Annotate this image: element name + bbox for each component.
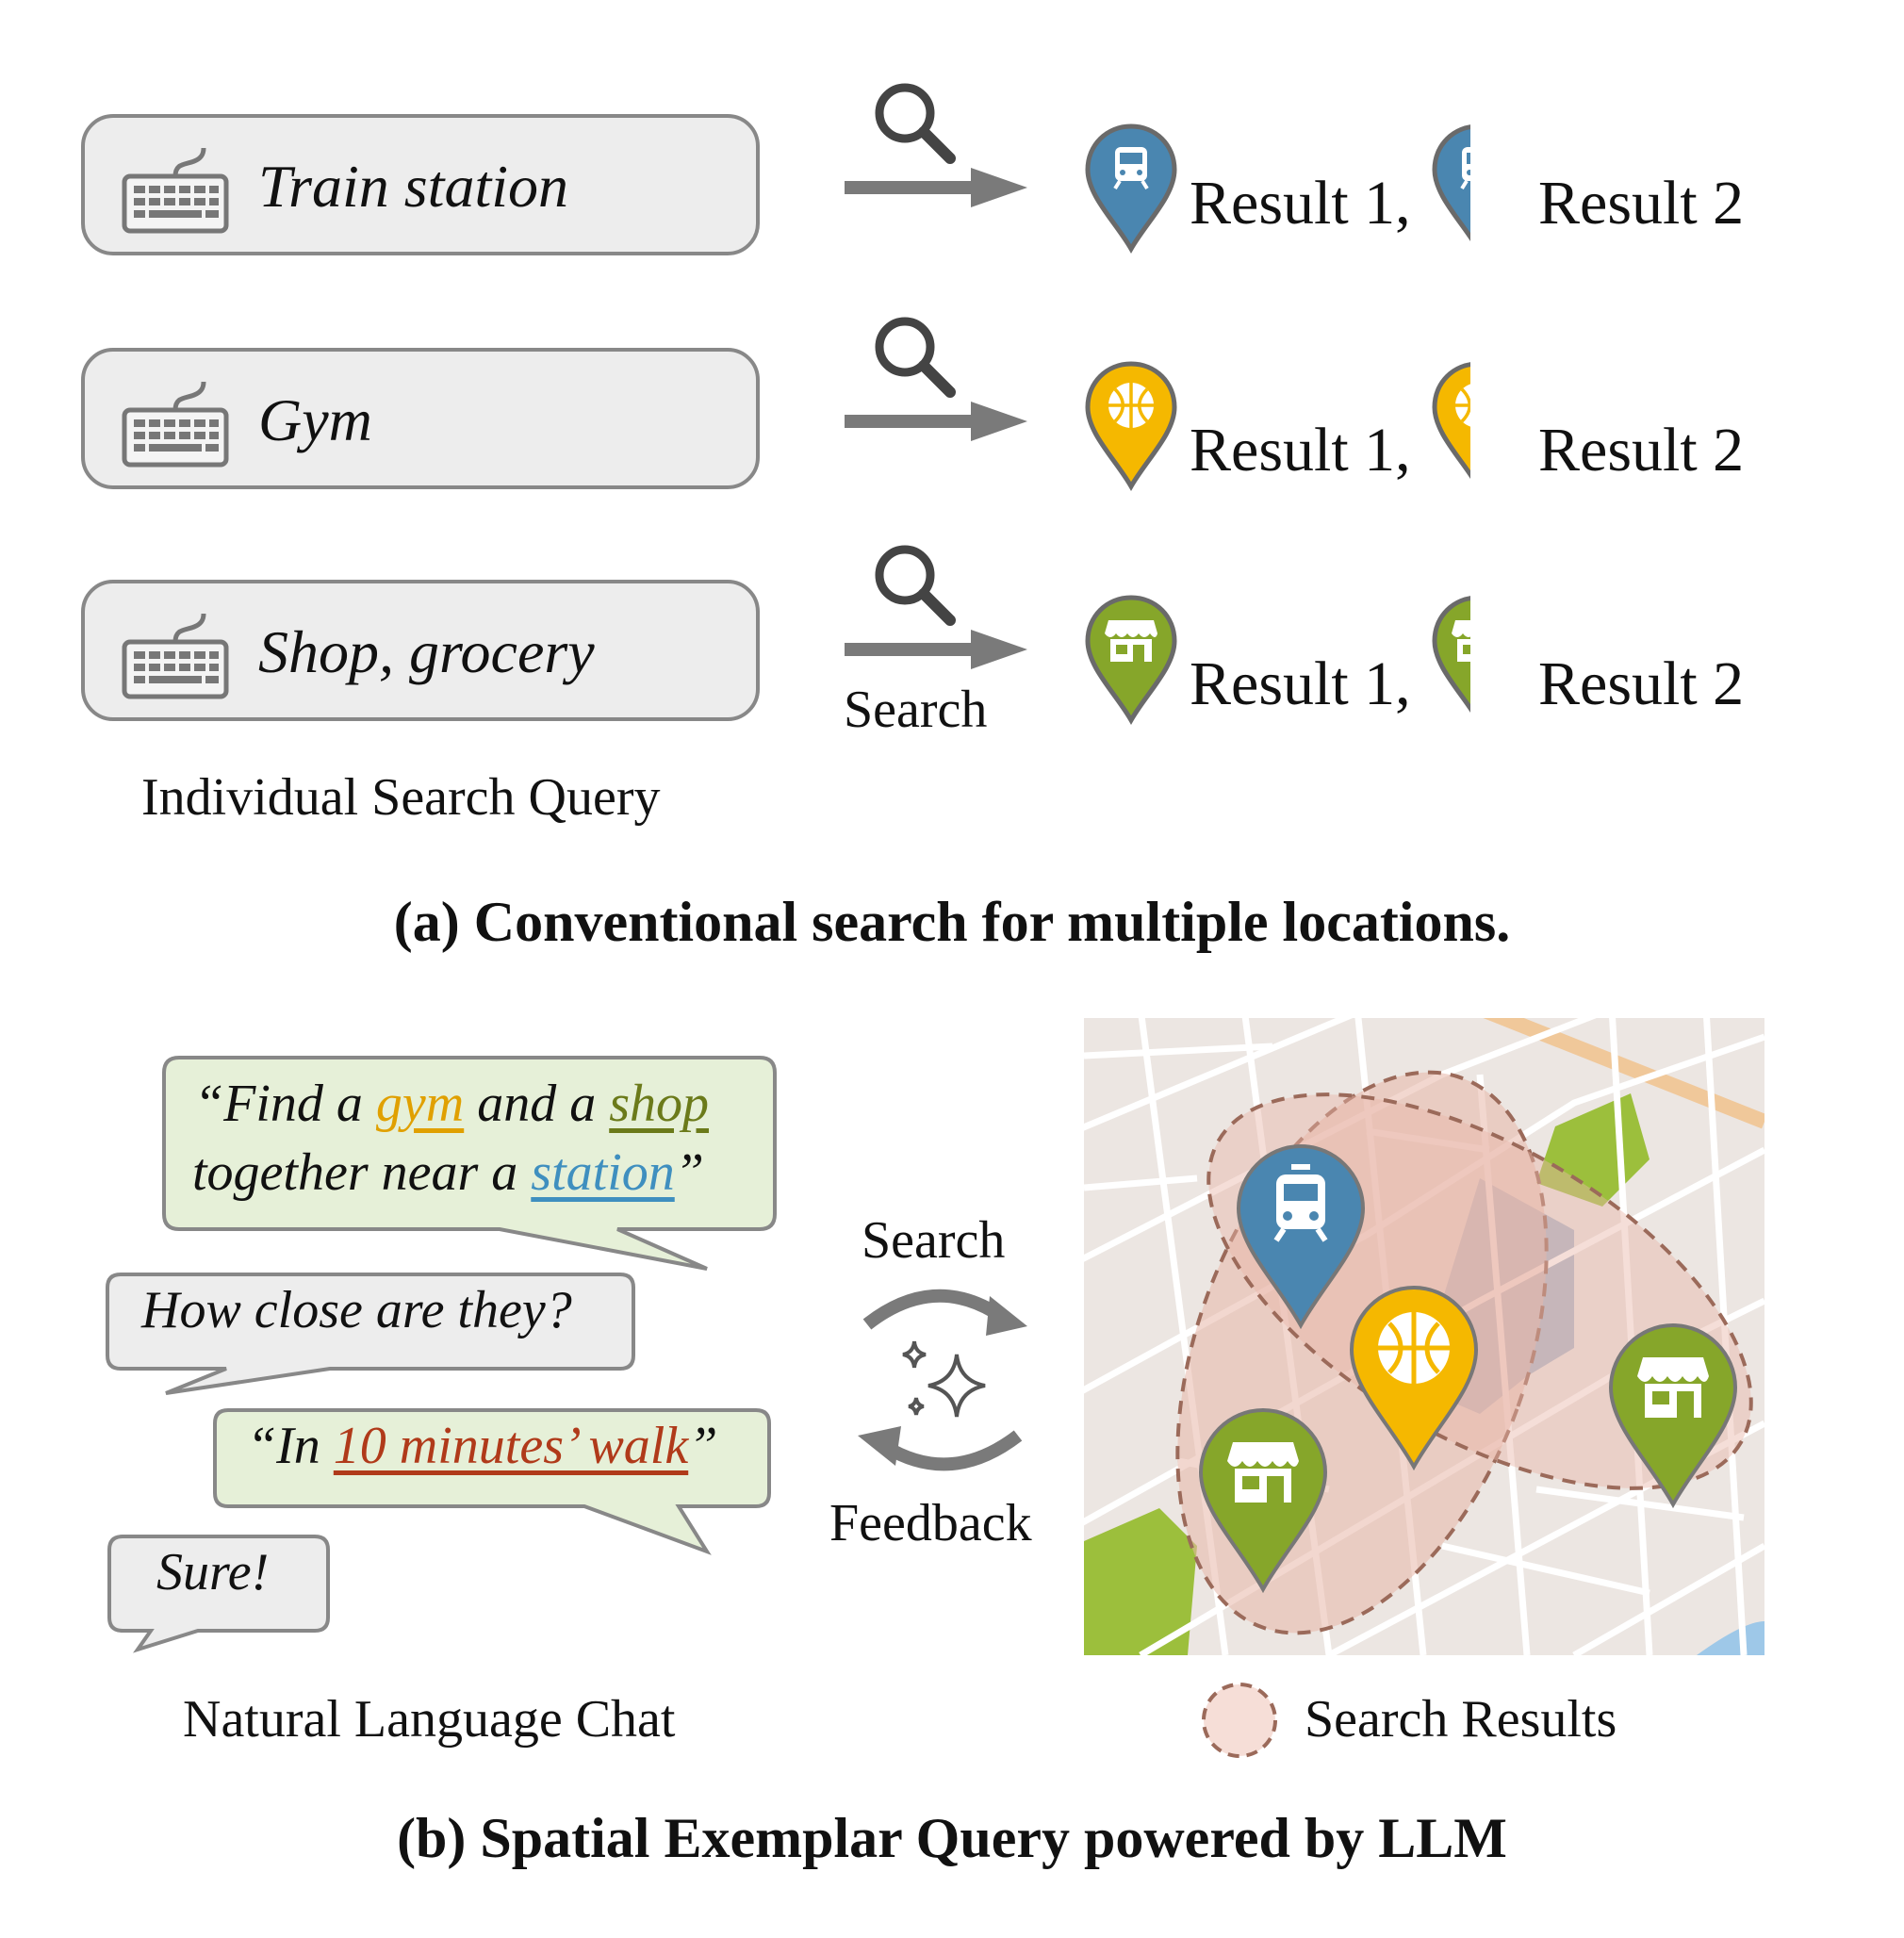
gym-pin-icon <box>1088 364 1174 486</box>
train-pin-icon <box>1435 126 1470 249</box>
result-pins <box>1075 113 1470 735</box>
shop-pin-icon <box>1609 1323 1737 1506</box>
query-box-train-station[interactable]: Train station <box>81 114 760 255</box>
arrow-right-icon <box>845 630 1027 669</box>
result-1-label: Result 1, <box>1190 649 1411 718</box>
keyboard-icon <box>122 613 229 699</box>
keyboard-icon <box>122 147 229 234</box>
query-box-gym[interactable]: Gym <box>81 348 760 489</box>
result-2-label: Result 2 <box>1538 169 1745 238</box>
subtitle-a: (a) Conventional search for multiple loc… <box>393 891 1511 953</box>
refresh-loop-icon <box>858 1289 1027 1471</box>
keyboard-icon <box>122 381 229 468</box>
search-arrows <box>845 66 1027 669</box>
map-view[interactable] <box>1084 1018 1764 1655</box>
chat-bubble-assistant <box>107 1535 330 1653</box>
result-2-label: Result 2 <box>1538 649 1745 718</box>
highway <box>1483 1018 1764 1129</box>
shop-pin-icon <box>1088 598 1174 720</box>
chat-message-4: Sure! <box>156 1543 270 1601</box>
legend-label: Search Results <box>1305 1690 1617 1749</box>
chat-message-1-line-2: together near a station” <box>192 1143 704 1202</box>
gym-pin-icon <box>1435 364 1470 486</box>
sparkle-icon <box>902 1340 986 1418</box>
shop-pin-icon <box>1435 598 1470 720</box>
chat-message-3: “In 10 minutes’ walk” <box>247 1417 718 1475</box>
shop-keyword: shop <box>609 1075 710 1133</box>
gym-pin-icon <box>1350 1286 1478 1469</box>
arrow-right-icon <box>845 402 1027 441</box>
chat-bubble-assistant <box>106 1273 635 1395</box>
train-pin-icon <box>1088 126 1174 249</box>
query-text: Shop, grocery <box>258 618 595 685</box>
park-area <box>1084 1508 1197 1655</box>
result-2-label: Result 2 <box>1538 416 1745 484</box>
shop-pin-icon <box>1199 1408 1327 1591</box>
search-icon <box>879 321 950 392</box>
subtitle-b: (b) Spatial Exemplar Query powered by LL… <box>397 1807 1507 1869</box>
query-caption: Individual Search Query <box>141 768 661 827</box>
arrow-right-icon <box>845 168 1027 207</box>
chat-bubbles <box>106 1056 777 1653</box>
chat-message-2: How close are they? <box>141 1281 572 1339</box>
chat-bubble-user <box>213 1408 771 1555</box>
water-area <box>1697 1621 1764 1655</box>
search-label: Search <box>862 1211 1006 1270</box>
chat-caption: Natural Language Chat <box>183 1690 676 1749</box>
search-results-legend-icon <box>1202 1683 1277 1758</box>
feedback-label: Feedback <box>829 1494 1032 1552</box>
query-text: Train station <box>258 153 568 220</box>
search-icon <box>879 550 950 620</box>
walk-keyword: 10 minutes’ walk <box>333 1417 689 1475</box>
gym-keyword: gym <box>375 1075 465 1133</box>
search-label: Search <box>844 681 988 739</box>
station-keyword: station <box>531 1143 675 1202</box>
chat-bubble-user <box>162 1056 777 1271</box>
search-icon <box>879 88 950 158</box>
result-1-label: Result 1, <box>1190 416 1411 484</box>
result-1-label: Result 1, <box>1190 169 1411 238</box>
train-pin-icon <box>1237 1144 1365 1327</box>
chat-message-1-line-1: “Find a gym and a shop <box>194 1075 710 1133</box>
query-text: Gym <box>258 386 372 453</box>
query-box-shop-grocery[interactable]: Shop, grocery <box>81 580 760 721</box>
